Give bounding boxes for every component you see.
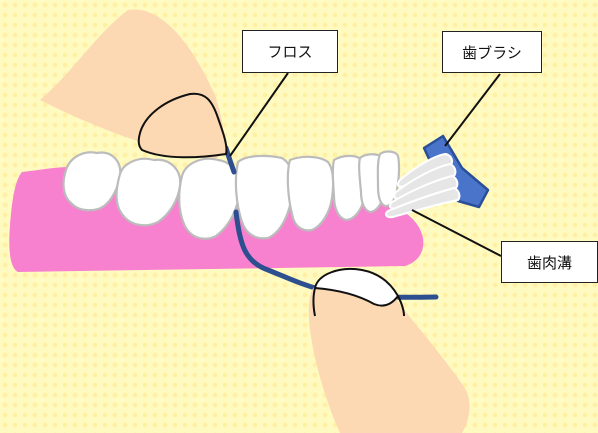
toothbrush-leader-line — [444, 73, 501, 147]
tooth-2 — [115, 157, 182, 227]
tooth-1 — [62, 151, 122, 212]
tooth-5 — [286, 155, 335, 232]
tooth-4 — [234, 154, 294, 240]
teeth — [62, 150, 401, 240]
sulcus-leader-line — [411, 209, 502, 257]
upper-fingertip — [137, 92, 228, 159]
floss-leader-line — [229, 72, 289, 157]
floss-label: フロス — [242, 30, 338, 73]
gingival-sulcus-label: 歯肉溝 — [501, 241, 598, 283]
lower-fingertip-outline — [312, 287, 405, 317]
toothbrush-label: 歯ブラシ — [442, 31, 542, 73]
leader-lines — [229, 72, 502, 257]
tooth-3 — [178, 157, 242, 240]
lower-hand — [308, 270, 470, 433]
toothbrush-bristles — [384, 152, 461, 219]
